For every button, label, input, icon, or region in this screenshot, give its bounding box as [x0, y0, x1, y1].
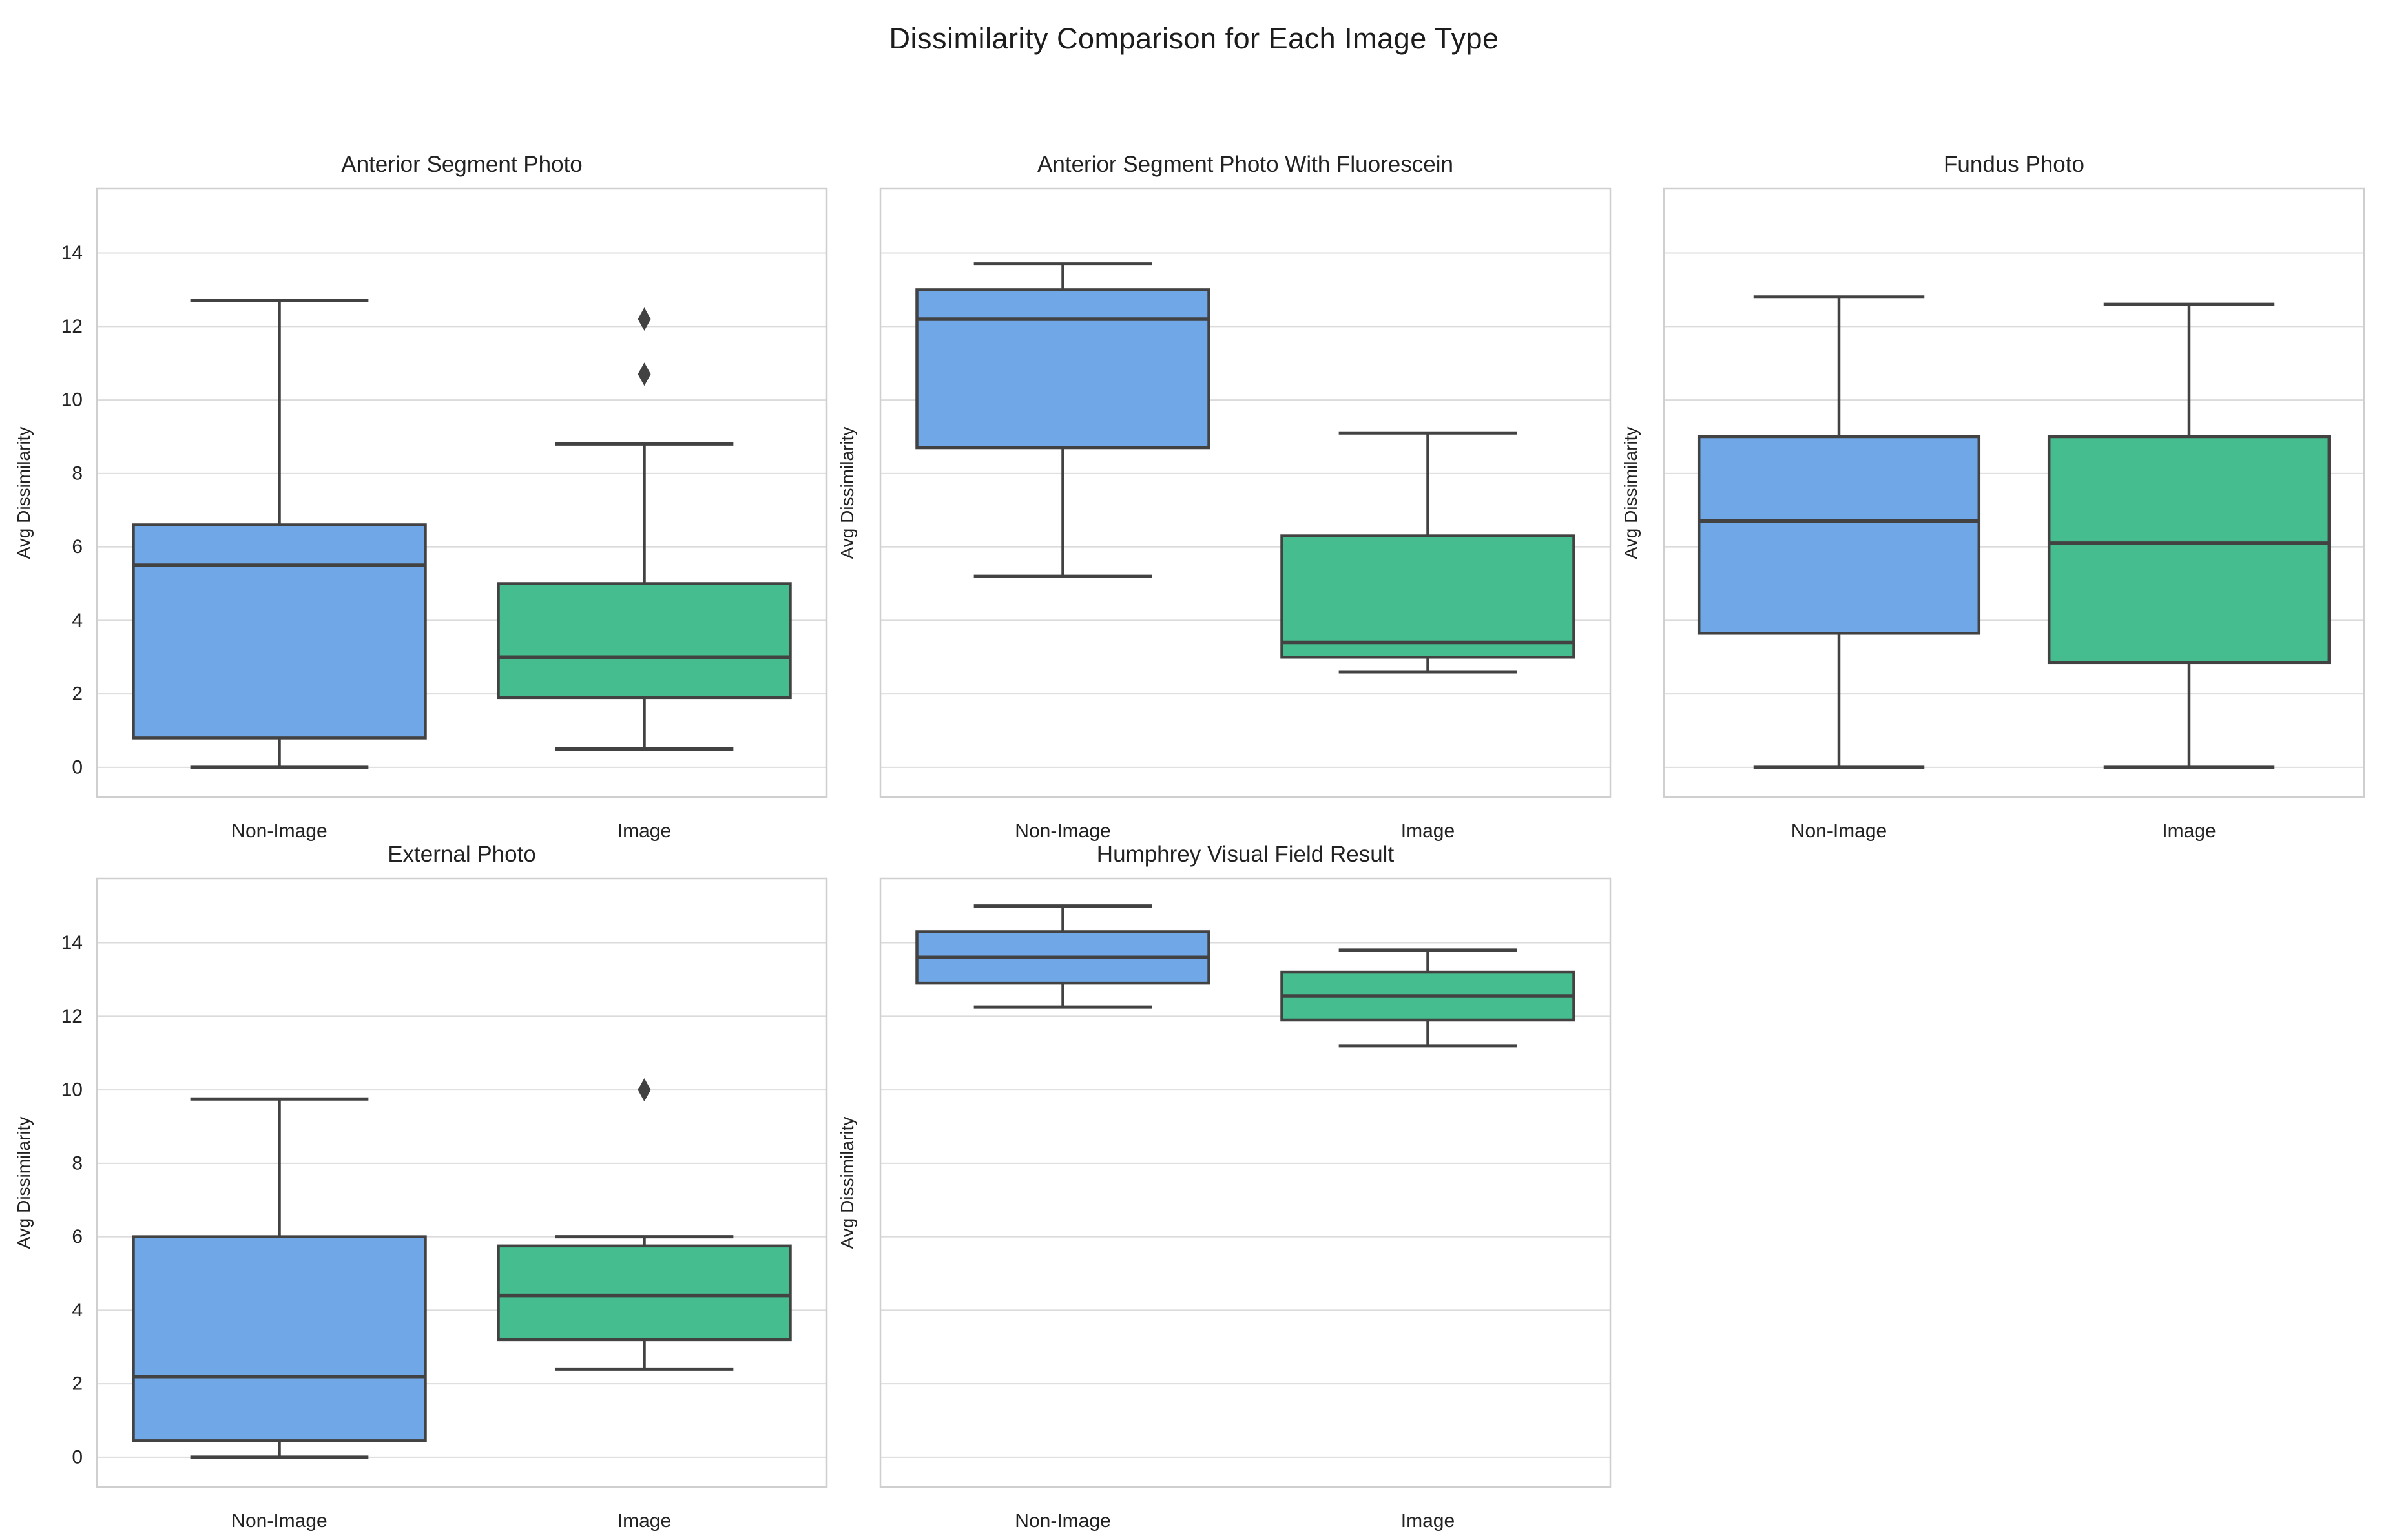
- y-axis-label: Avg Dissimilarity: [14, 1117, 34, 1249]
- x-category-label: Non-Image: [1015, 1510, 1110, 1532]
- box-non-image: [132, 298, 427, 769]
- y-tick-label: 2: [72, 1373, 83, 1395]
- x-category-label: Non-Image: [1015, 820, 1110, 842]
- plot-background: [880, 189, 1610, 797]
- box-non-image: [132, 1097, 427, 1459]
- subplot-title: Anterior Segment Photo With Fluorescein: [1037, 152, 1453, 177]
- box-non-image: [915, 262, 1210, 578]
- box-image: [497, 1078, 792, 1371]
- y-tick-label: 4: [72, 610, 83, 631]
- box-image: [1280, 948, 1575, 1048]
- x-category-label: Non-Image: [231, 1510, 327, 1532]
- y-tick-label: 12: [61, 316, 83, 337]
- iqr-box: [497, 1244, 792, 1342]
- y-tick-label: 4: [72, 1300, 83, 1321]
- y-axis-label: Avg Dissimilarity: [1621, 427, 1641, 559]
- y-tick-label: 10: [61, 1079, 83, 1101]
- y-tick-label: 0: [72, 756, 83, 778]
- subplot-title: Anterior Segment Photo: [341, 152, 583, 177]
- box-image: [1280, 431, 1575, 674]
- axes-border: [879, 877, 1612, 1488]
- y-tick-label: 8: [72, 1152, 83, 1174]
- iqr-box: [497, 582, 792, 700]
- y-tick-label: 14: [61, 932, 83, 953]
- box-non-image: [915, 904, 1210, 1009]
- y-axis-label: Avg Dissimilarity: [837, 1117, 857, 1249]
- y-tick-label: 14: [61, 242, 83, 264]
- axes-border: [96, 187, 828, 798]
- x-category-label: Image: [1401, 1510, 1455, 1532]
- x-category-label: Image: [1401, 820, 1455, 842]
- y-tick-label: 0: [72, 1446, 83, 1468]
- y-tick-label: 6: [72, 1226, 83, 1247]
- box-image: [2047, 302, 2331, 769]
- x-category-label: Image: [618, 820, 671, 842]
- box-image: [497, 307, 792, 751]
- axes-border: [1663, 187, 2365, 798]
- iqr-box: [1697, 435, 1981, 635]
- outlier-diamond: [638, 362, 651, 386]
- y-tick-label: 12: [61, 1006, 83, 1027]
- y-tick-label: 8: [72, 463, 83, 484]
- subplot-title: Humphrey Visual Field Result: [1097, 842, 1395, 867]
- x-category-label: Image: [618, 1510, 671, 1532]
- subplot-humphrey-visual-field-result: Avg Dissimilarity Humphrey Visual Field R…: [837, 842, 1612, 1532]
- y-tick-label: 10: [61, 390, 83, 411]
- figure-title: Dissimilarity Comparison for Each Image …: [889, 22, 1499, 55]
- x-category-label: Non-Image: [231, 820, 327, 842]
- iqr-box: [915, 288, 1210, 450]
- axes-border: [96, 877, 828, 1488]
- iqr-box: [1280, 534, 1575, 659]
- x-category-label: Non-Image: [1791, 820, 1887, 842]
- subplot-title: Fundus Photo: [1944, 152, 2084, 177]
- subplot-title: External Photo: [388, 842, 536, 867]
- outlier-diamond: [638, 1078, 651, 1102]
- x-category-label: Image: [2162, 820, 2216, 842]
- iqr-box: [132, 1235, 427, 1442]
- y-axis-label: Avg Dissimilarity: [837, 427, 857, 559]
- subplot-anterior-segment-photo-with-fluorescein: Avg Dissimilarity Anterior Segment Photo …: [837, 152, 1612, 842]
- y-tick-label: 6: [72, 536, 83, 557]
- y-tick-label: 2: [72, 683, 83, 705]
- axes-border: [879, 187, 1612, 798]
- y-axis-label: Avg Dissimilarity: [14, 427, 34, 559]
- iqr-box: [2047, 435, 2331, 665]
- iqr-box: [132, 523, 427, 740]
- box-non-image: [1697, 295, 1981, 769]
- outlier-diamond: [638, 307, 651, 331]
